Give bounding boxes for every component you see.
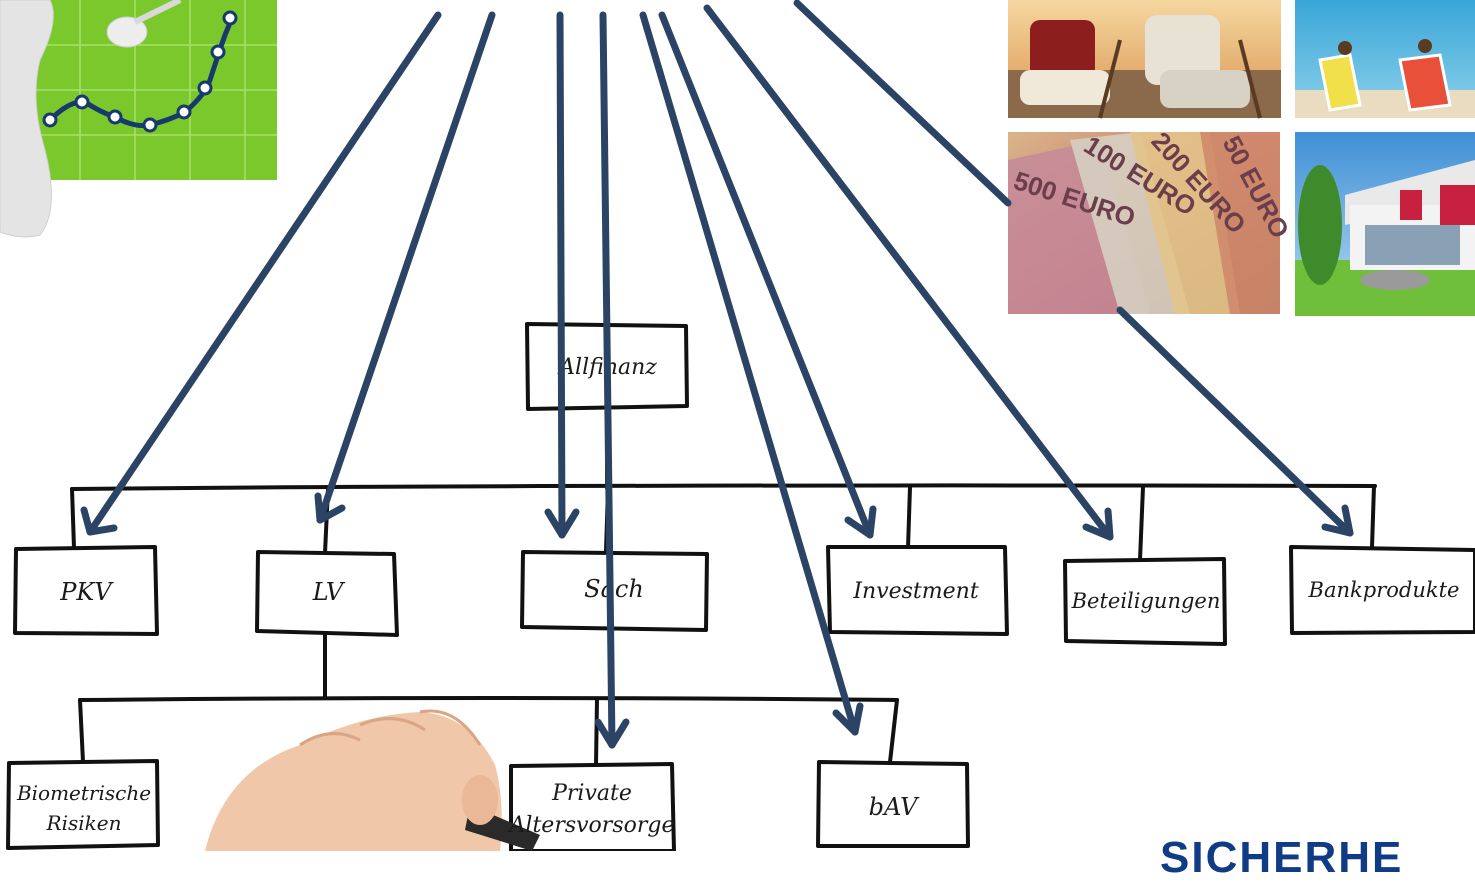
- org-connectors: [70, 406, 1377, 767]
- box-investment: [826, 545, 1009, 636]
- label-private: Private: [551, 781, 632, 806]
- label-sach: Sach: [584, 575, 644, 603]
- label-investment: Investment: [852, 579, 978, 604]
- box-lv: [255, 550, 399, 637]
- label-pkv: PKV: [59, 578, 114, 606]
- arrow-to-beteiligungen: [703, 4, 1114, 541]
- photo-euro-banknotes: 500 EURO 100 EURO 200 EURO 50 EURO: [1008, 126, 1295, 314]
- arrow-to-investment: [658, 11, 877, 539]
- label-lv: LV: [312, 578, 346, 606]
- diagram-canvas: 500 EURO 100 EURO 200 EURO 50 EURO: [0, 0, 1475, 851]
- arrows: [80, 0, 1354, 749]
- label-bankprodukte: Bankprodukte: [1308, 578, 1460, 602]
- label-biometrische: Biometrische: [16, 781, 151, 805]
- box-pkv: [13, 545, 159, 636]
- label-bav: bAV: [869, 793, 921, 821]
- arrow-to-private-altersvorsorge: [594, 11, 630, 749]
- box-bankprodukte: [1289, 545, 1475, 635]
- photo-seniors-beach: [1008, 0, 1281, 119]
- figure-body: [0, 0, 54, 238]
- box-bav: [816, 760, 970, 848]
- label-altersvorsorge: Altersvorsorge: [508, 813, 675, 838]
- arrow-to-sach: [544, 11, 580, 539]
- arrow-to-bankprodukte: [793, 0, 1354, 537]
- box-sach: [520, 550, 709, 632]
- box-beteiligungen: [1063, 557, 1227, 646]
- brand-wordmark: SICHERHE: [1160, 833, 1404, 882]
- box-biometrische-risiken: [6, 759, 160, 850]
- arrow-to-bav: [639, 11, 864, 736]
- hand-with-marker-illustration: [205, 709, 540, 851]
- arrow-to-pkv: [80, 11, 442, 536]
- pointer-stick: [133, 0, 182, 25]
- label-risiken: Risiken: [46, 811, 122, 835]
- arrow-to-lv: [314, 11, 496, 524]
- label-beteiligungen: Beteiligungen: [1071, 589, 1221, 613]
- photo-beach-chairs: [1295, 0, 1475, 118]
- photo-modern-house: [1295, 132, 1475, 316]
- figure-hand: [106, 16, 148, 48]
- presenter-chart-illustration: [0, 0, 277, 238]
